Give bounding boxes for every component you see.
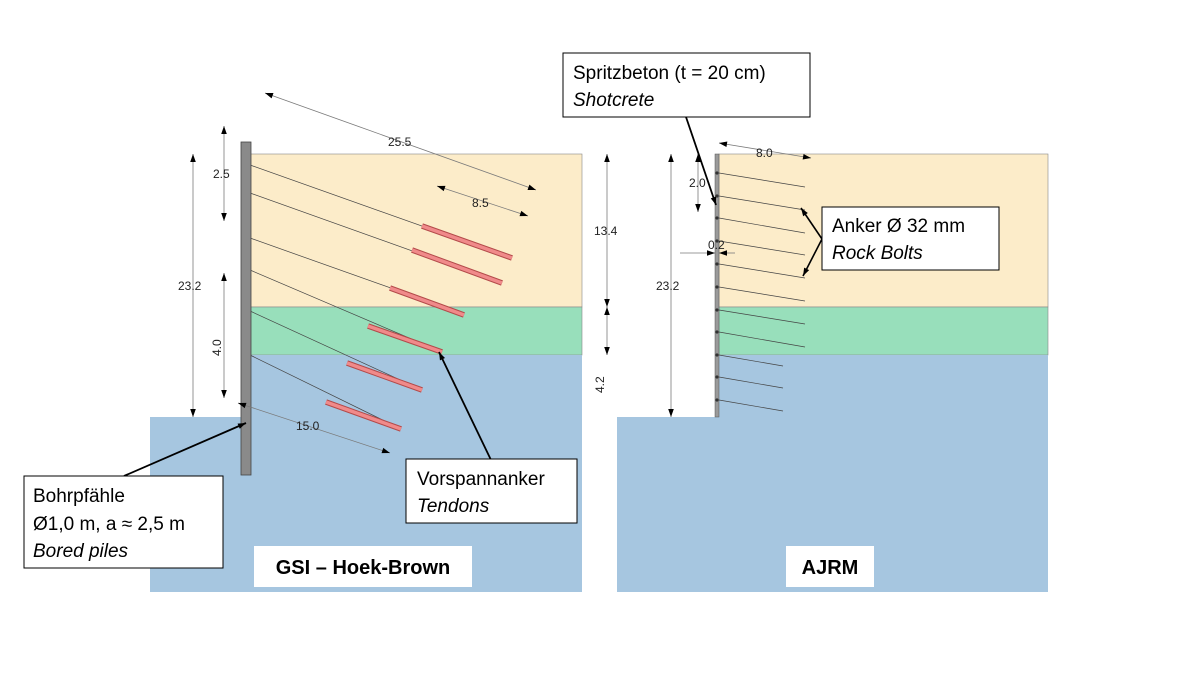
bolt-head [715,285,719,289]
rock-bolt-heads [715,171,719,402]
right-panel: 8.0 2.0 0.2 23.2 Spritzbeton (t = 20 cm)… [562,52,1049,592]
shotcrete-callout-box [562,52,811,118]
rock-bolt [718,331,806,348]
bolt-head [715,216,719,220]
dim-label-4-0: 4.0 [210,339,224,356]
rock-bolt [718,354,784,367]
left-panel-label-box [254,546,472,587]
dim-label-4-2: 4.2 [593,376,607,393]
dim-line-8-0 [718,141,812,160]
right-rock-bolts [718,172,806,412]
tendon [389,286,465,317]
dim-line-8-5 [436,185,529,217]
dim-label-13-4: 13.4 [594,224,618,238]
rock-bolts-callout-box [821,206,1000,271]
bored-piles-label-en: Bored piles [33,541,129,562]
tendons-callout-box [405,458,578,524]
bolt-head [715,194,719,198]
bolt-head [715,398,719,402]
tendon [411,248,503,285]
tendons-label-en: Tendons [417,496,490,517]
rock-bolts-label-en: Rock Bolts [832,243,923,264]
bolt-head [715,262,719,266]
right-panel-label-box [786,546,874,587]
dim-line-15-0 [237,402,391,454]
rock-bolt [718,399,784,412]
bolt-head [715,353,719,357]
rock-bolt [718,172,806,188]
dim-label-2-5: 2.5 [213,167,230,181]
rock-bolt [718,263,806,279]
dim-line-25-5 [264,92,537,191]
rock-bolts-leader-upper [800,207,823,240]
dim-label-23-2-right: 23.2 [656,279,680,293]
dim-label-25-5: 25.5 [388,135,412,149]
bolt-head [715,330,719,334]
rock-bolt [718,309,806,325]
tendon [346,361,423,392]
left-middle-layer [249,306,583,356]
dim-label-15-0: 15.0 [296,419,320,433]
bolt-head [715,308,719,312]
bored-piles-callout-box [23,475,224,569]
dim-label-8-0: 8.0 [756,146,773,160]
dim-label-2-0: 2.0 [689,176,706,190]
dim-label-8-5: 8.5 [472,196,489,210]
rock-bolt [718,195,806,211]
tendon [421,224,513,260]
left-dimensions: 25.5 8.5 15.0 2.5 23.2 4.0 13.4 4.2 [178,92,618,454]
bolt-head [715,171,719,175]
rock-bolts-leader-lower [802,238,823,277]
bored-piles-leader [123,422,247,477]
left-panel-label: GSI – Hoek-Brown [276,557,450,579]
left-panel: 25.5 8.5 15.0 2.5 23.2 4.0 13.4 4.2 Bohr… [23,92,618,592]
tendon [367,324,443,354]
bored-pile-wall [240,141,252,476]
bolt-head [715,375,719,379]
dim-label-0-2: 0.2 [708,238,725,252]
tendons-label-de: Vorspannanker [417,469,545,490]
right-dimensions: 8.0 2.0 0.2 23.2 [656,141,812,417]
rock-bolt [718,240,806,256]
left-upper-layer [249,153,583,308]
tendons-leader [438,351,492,461]
right-panel-label: AJRM [802,557,859,579]
rock-bolt [718,286,806,302]
shotcrete-label-de: Spritzbeton (t = 20 cm) [573,63,766,84]
shotcrete-leader [685,116,717,206]
bored-piles-spec: Ø1,0 m, a ≈ 2,5 m [33,514,185,535]
shotcrete-label-en: Shotcrete [573,90,654,111]
dim-label-23-2: 23.2 [178,279,202,293]
right-rock-mass [617,355,1048,592]
right-middle-layer [718,306,1049,356]
rock-bolt [718,376,784,389]
bored-piles-label-de: Bohrpfähle [33,486,125,507]
rock-bolt [718,217,806,234]
bolt-head [715,239,719,243]
rock-bolts-label-de: Anker Ø 32 mm [832,216,965,237]
